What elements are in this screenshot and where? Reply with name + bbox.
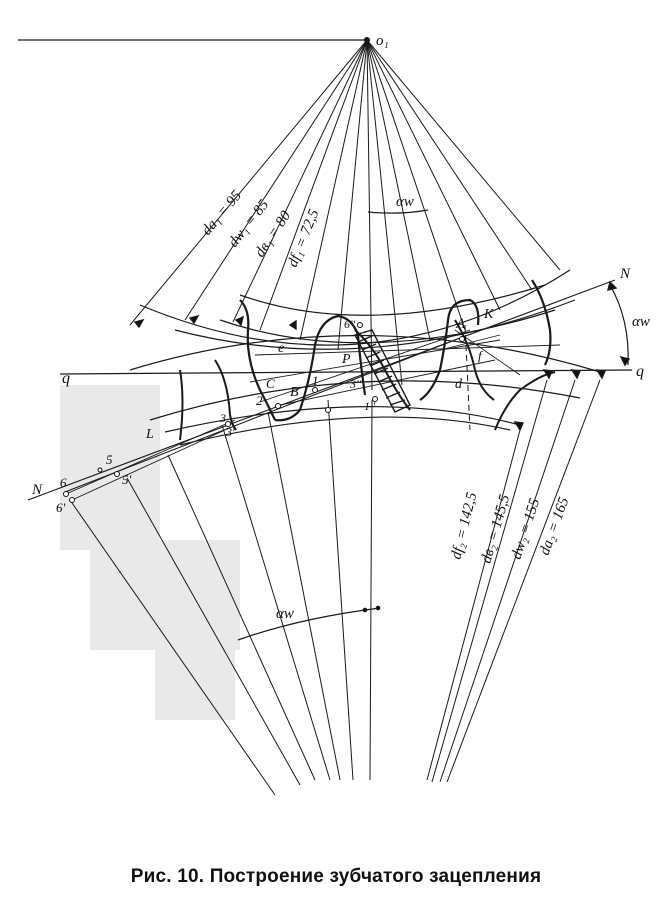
label-point-6: 6 (60, 475, 67, 490)
label-point-1: 1 (312, 373, 319, 388)
label-point-6p: 6' (56, 500, 66, 515)
label-point-1pp: 1'' (364, 399, 376, 413)
label-point-3: 3 (219, 411, 226, 425)
label-alpha-top: αw (396, 194, 414, 210)
label-alpha-right: αw (632, 314, 650, 330)
label-point-a: A (455, 316, 466, 332)
label-point-3pp: 3'' (349, 377, 362, 391)
label-alpha-bottom: αw (276, 606, 294, 622)
label-point-6pp: 6'' (344, 317, 356, 331)
dashed-lines (464, 324, 471, 431)
pitch-line (59, 369, 633, 375)
label-point-d: d (455, 377, 463, 392)
dim-df2: df₂ = 142,5 (448, 490, 480, 561)
label-point-l: L (145, 427, 154, 442)
label-q-left: q (62, 370, 70, 387)
label-q-right: q (636, 363, 644, 380)
label-point-k: K (483, 307, 494, 322)
label-point-3p: 3' (225, 425, 235, 439)
label-point-f: f (478, 348, 484, 363)
label-point-5: 5 (106, 452, 113, 467)
dim-db2: dв₂ = 145,5 (478, 492, 513, 565)
label-n-left: N (31, 482, 43, 498)
label-center: o₁ (376, 33, 389, 49)
contact-hatching (353, 329, 411, 413)
construction-lines (249, 329, 561, 406)
radial-lines-gear1 (129, 39, 561, 391)
point-labels: o₁ N N q q αw αw αw A K P B C e d f L 1 … (31, 33, 650, 622)
construction-points (63, 37, 465, 613)
label-point-p: P (341, 352, 351, 367)
angle-arcs (237, 209, 629, 641)
radial-lines-gear2 (69, 379, 601, 796)
label-point-b: B (290, 385, 299, 400)
involute-construction (65, 419, 236, 501)
gear1-dimensions: da₁ = 95 dw₁ = 85 dв₁ = 80 df₁ = 72,5 (199, 187, 323, 269)
figure-caption: Рис. 10. Построение зубчатого зацепления (130, 866, 542, 887)
gear1-teeth (239, 279, 552, 422)
label-point-c: C (266, 376, 275, 391)
line-of-action (27, 279, 616, 501)
label-point-5p: 5' (122, 472, 132, 487)
label-point-2: 2 (256, 393, 263, 408)
dimension-arrows (133, 280, 631, 432)
label-n-right: N (619, 266, 631, 282)
label-point-e: e (278, 341, 284, 356)
